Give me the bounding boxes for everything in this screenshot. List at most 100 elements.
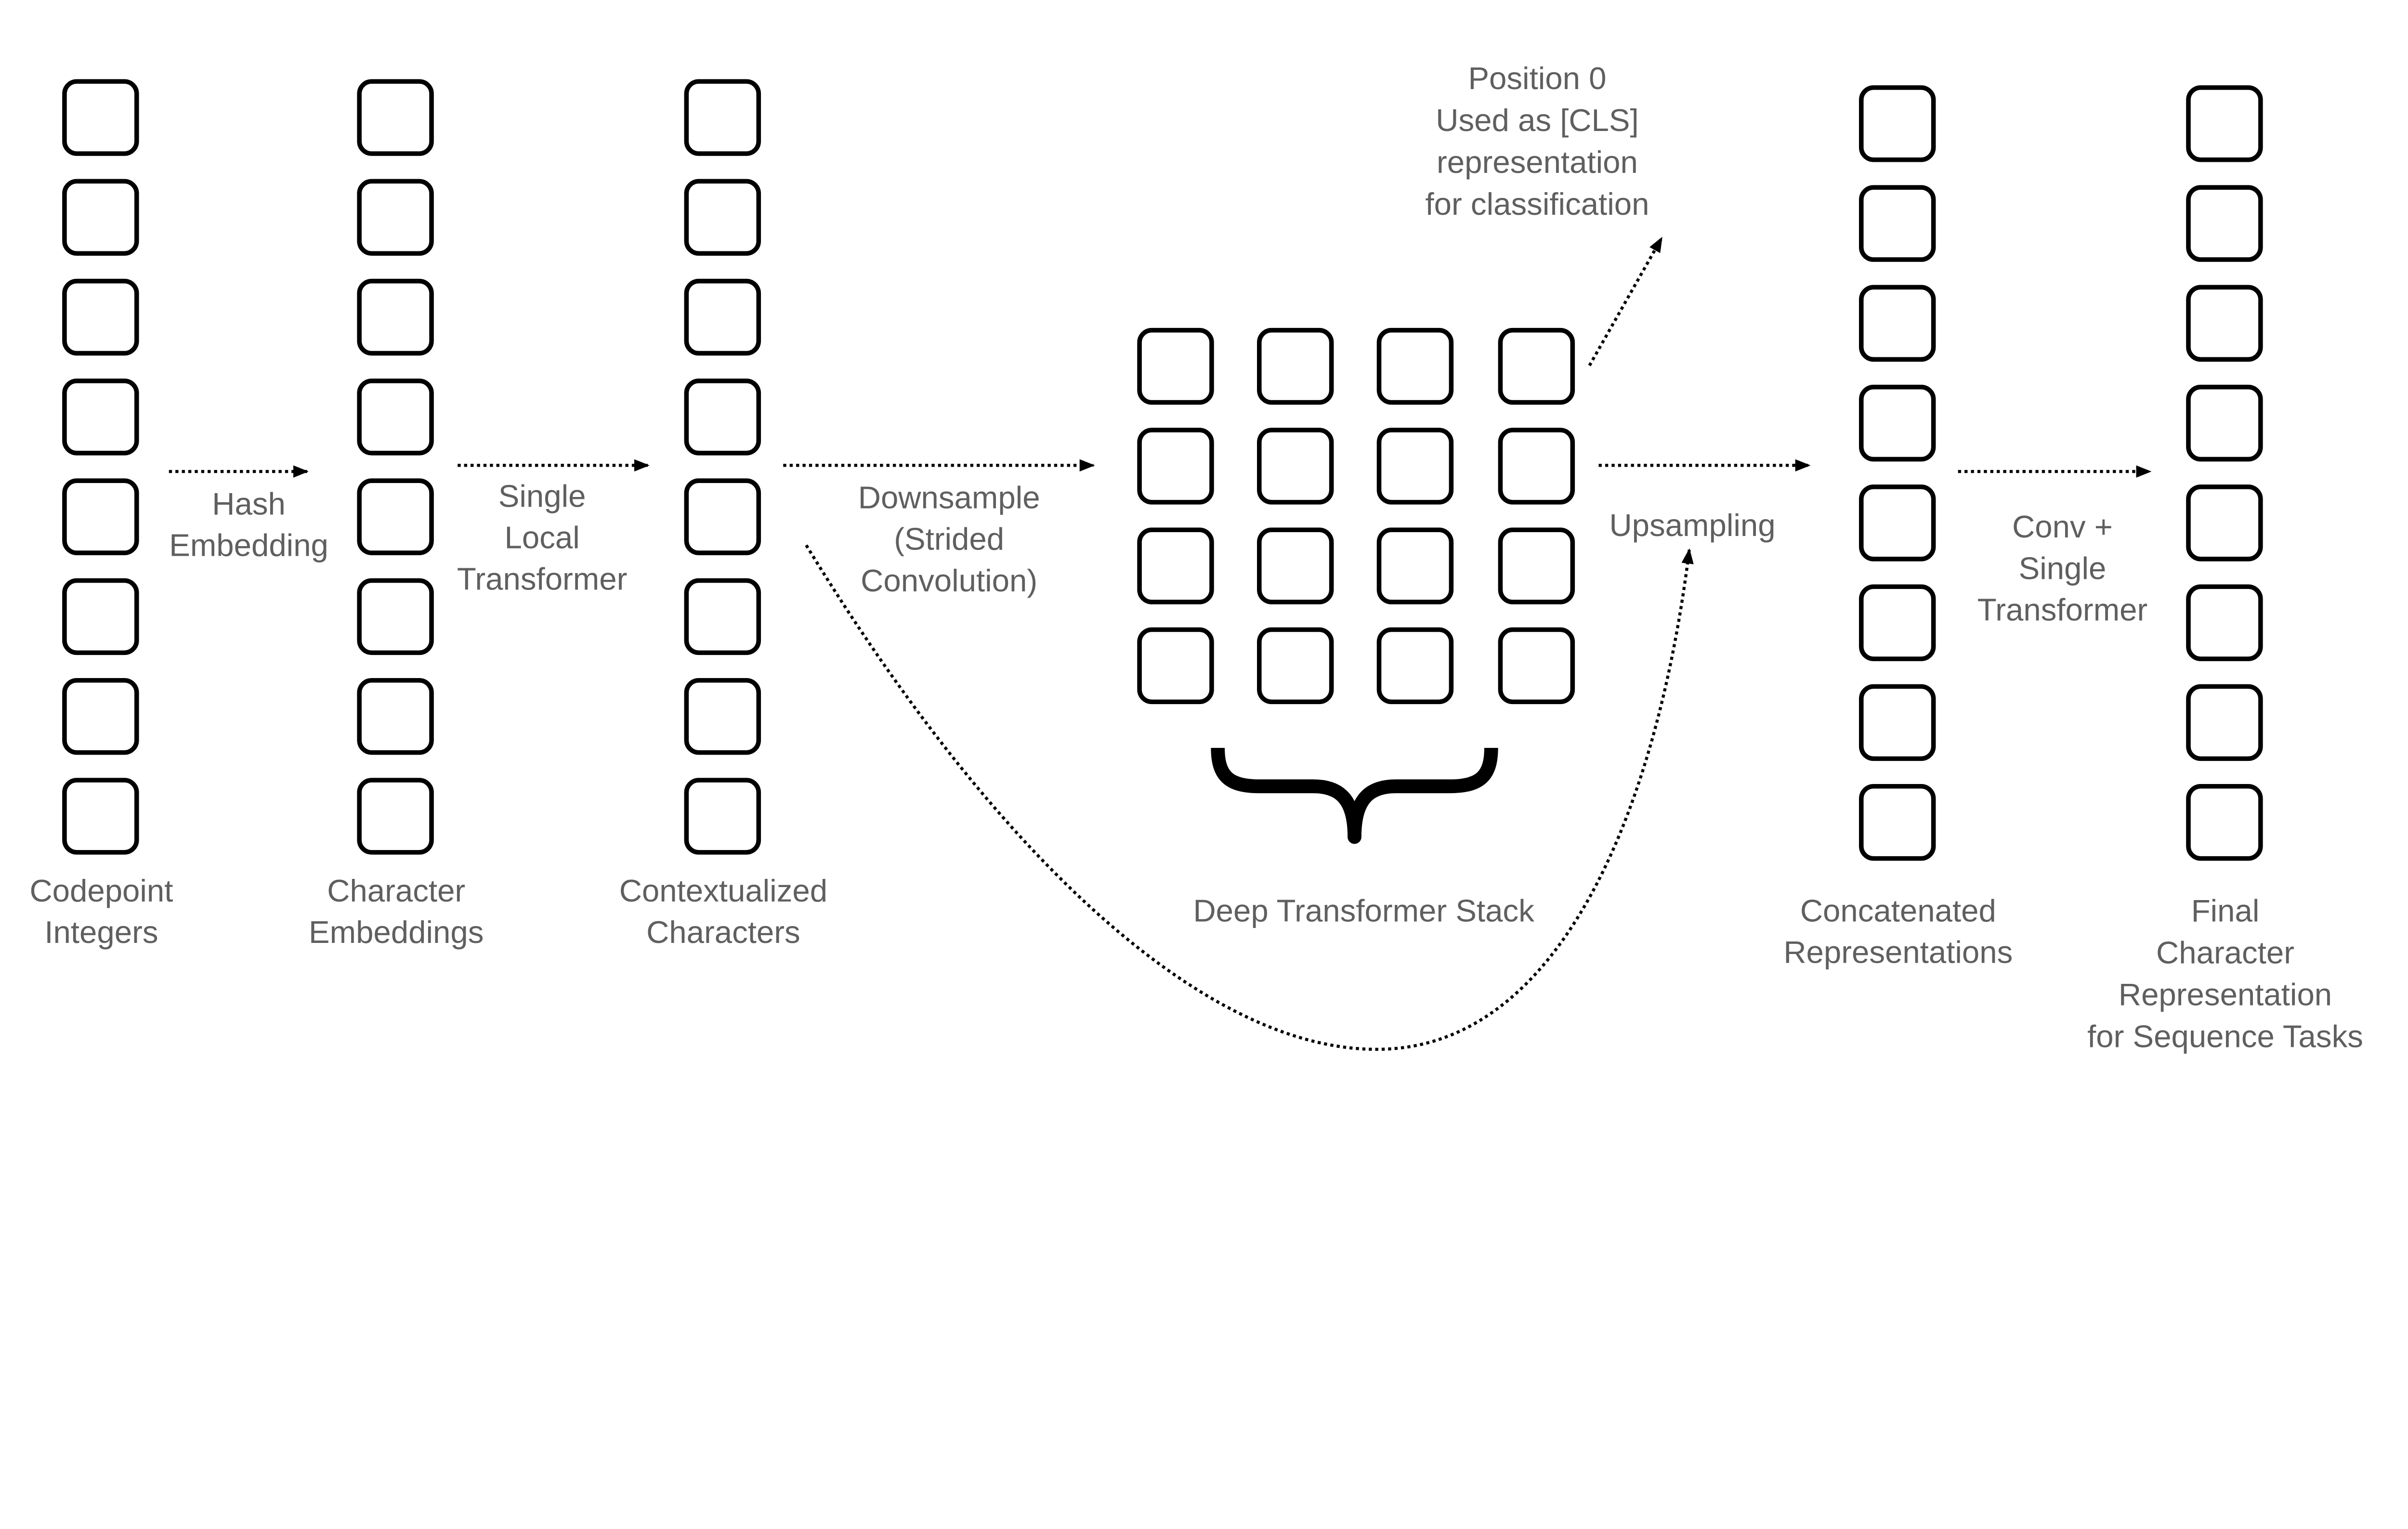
final-vector-box	[2186, 784, 2263, 861]
final-vector-box	[2186, 85, 2263, 162]
label-line: Transformer	[457, 562, 627, 597]
deep-stack-box	[1137, 627, 1214, 705]
contextual-vector-box	[684, 79, 761, 156]
concat-vector-box	[1859, 484, 1936, 562]
deep-stack-box	[1137, 327, 1214, 405]
char-emb-vector-box	[357, 478, 434, 555]
deep-stack-box	[1257, 627, 1334, 705]
label-line: Character	[327, 873, 465, 908]
label-line: Upsampling	[1609, 508, 1775, 543]
final-vector-box	[2186, 484, 2263, 562]
deep-stack-box	[1498, 627, 1575, 705]
label-line: Final	[2191, 893, 2260, 928]
cls-arrow	[1588, 236, 1663, 366]
deep-label: Deep Transformer Stack	[1193, 893, 1534, 928]
label-line: Integers	[44, 915, 158, 950]
label-line: Position 0	[1468, 61, 1606, 96]
char-emb-vector-box	[357, 578, 434, 655]
deep-stack-box	[1498, 527, 1575, 604]
label-line: Local	[505, 520, 580, 555]
label-line: Representations	[1783, 934, 2013, 969]
label-line: Characters	[646, 915, 800, 950]
concat-vector-box	[1859, 684, 1936, 761]
label-line: Character	[2156, 935, 2294, 970]
contextual-vector-box	[684, 778, 761, 855]
final-vector-box	[2186, 384, 2263, 462]
deep-stack-box	[1257, 527, 1334, 604]
label-line: Single	[498, 478, 586, 513]
label-line: Deep Transformer Stack	[1193, 893, 1534, 928]
label-line: Representation	[2119, 977, 2332, 1012]
label-line: for Sequence Tasks	[2087, 1019, 2363, 1054]
label-line: Conv +	[2012, 509, 2113, 544]
residual-skip-arrow	[805, 544, 1694, 1051]
codepoint-vector-box	[62, 79, 139, 156]
deep-stack-box	[1137, 527, 1214, 604]
deep-stack-box	[1376, 428, 1454, 505]
concat-vector-box	[1859, 784, 1936, 861]
codepoint-vector-box	[62, 278, 139, 356]
label-line: Downsample	[858, 480, 1040, 515]
upsampling-label: Upsampling	[1609, 508, 1775, 543]
deep-stack-box	[1498, 428, 1575, 505]
concat-vector-box	[1859, 285, 1936, 362]
char-emb-vector-box	[357, 678, 434, 755]
deep-stack-box	[1257, 327, 1334, 405]
contextual-vector-box	[684, 379, 761, 456]
concat-vector-box	[1859, 85, 1936, 162]
contextual-vector-box	[684, 678, 761, 755]
char-emb-vector-box	[357, 778, 434, 855]
label-line: Contextualized	[619, 873, 827, 908]
deep-stack-box	[1376, 327, 1454, 405]
contextual-vector-box	[684, 278, 761, 356]
deep-stack-box	[1257, 428, 1334, 505]
label-line: Single	[2019, 550, 2107, 586]
final-vector-box	[2186, 584, 2263, 661]
deep-stack-box	[1376, 627, 1454, 705]
final-vector-box	[2186, 185, 2263, 262]
curly-brace-icon	[1211, 747, 1498, 844]
label-line: (Strided	[894, 522, 1004, 557]
codepoint-vector-box	[62, 179, 139, 256]
label-line: for classification	[1425, 186, 1649, 222]
char-emb-vector-box	[357, 179, 434, 256]
label-line: Concatenated	[1800, 893, 1996, 928]
label-line: representation	[1437, 144, 1638, 180]
label-line: Codepoint	[29, 873, 173, 908]
boxes-layer	[62, 79, 2263, 861]
codepoint-vector-box	[62, 778, 139, 855]
contextual-vector-box	[684, 478, 761, 555]
char-emb-vector-box	[357, 278, 434, 356]
codepoint-vector-box	[62, 478, 139, 555]
cls-label: Position 0 Used as [CLS] representation for…	[1425, 61, 1649, 222]
codepoint-vector-box	[62, 678, 139, 755]
concat-vector-box	[1859, 185, 1936, 262]
label-line: Used as [CLS]	[1436, 103, 1638, 138]
label-line: Transformer	[1977, 592, 2147, 627]
deep-stack-box	[1376, 527, 1454, 604]
deep-stack-box	[1137, 428, 1214, 505]
codepoint-vector-box	[62, 379, 139, 456]
label-line: Convolution)	[861, 563, 1037, 598]
label-line: Embeddings	[309, 915, 484, 950]
char-emb-vector-box	[357, 79, 434, 156]
final-vector-box	[2186, 285, 2263, 362]
deep-stack-box	[1498, 327, 1575, 405]
contextual-vector-box	[684, 578, 761, 655]
label-line: Hash	[212, 486, 286, 521]
final-vector-box	[2186, 684, 2263, 761]
char-emb-vector-box	[357, 379, 434, 456]
contextual-vector-box	[684, 179, 761, 256]
concat-vector-box	[1859, 384, 1936, 462]
concat-vector-box	[1859, 584, 1936, 661]
